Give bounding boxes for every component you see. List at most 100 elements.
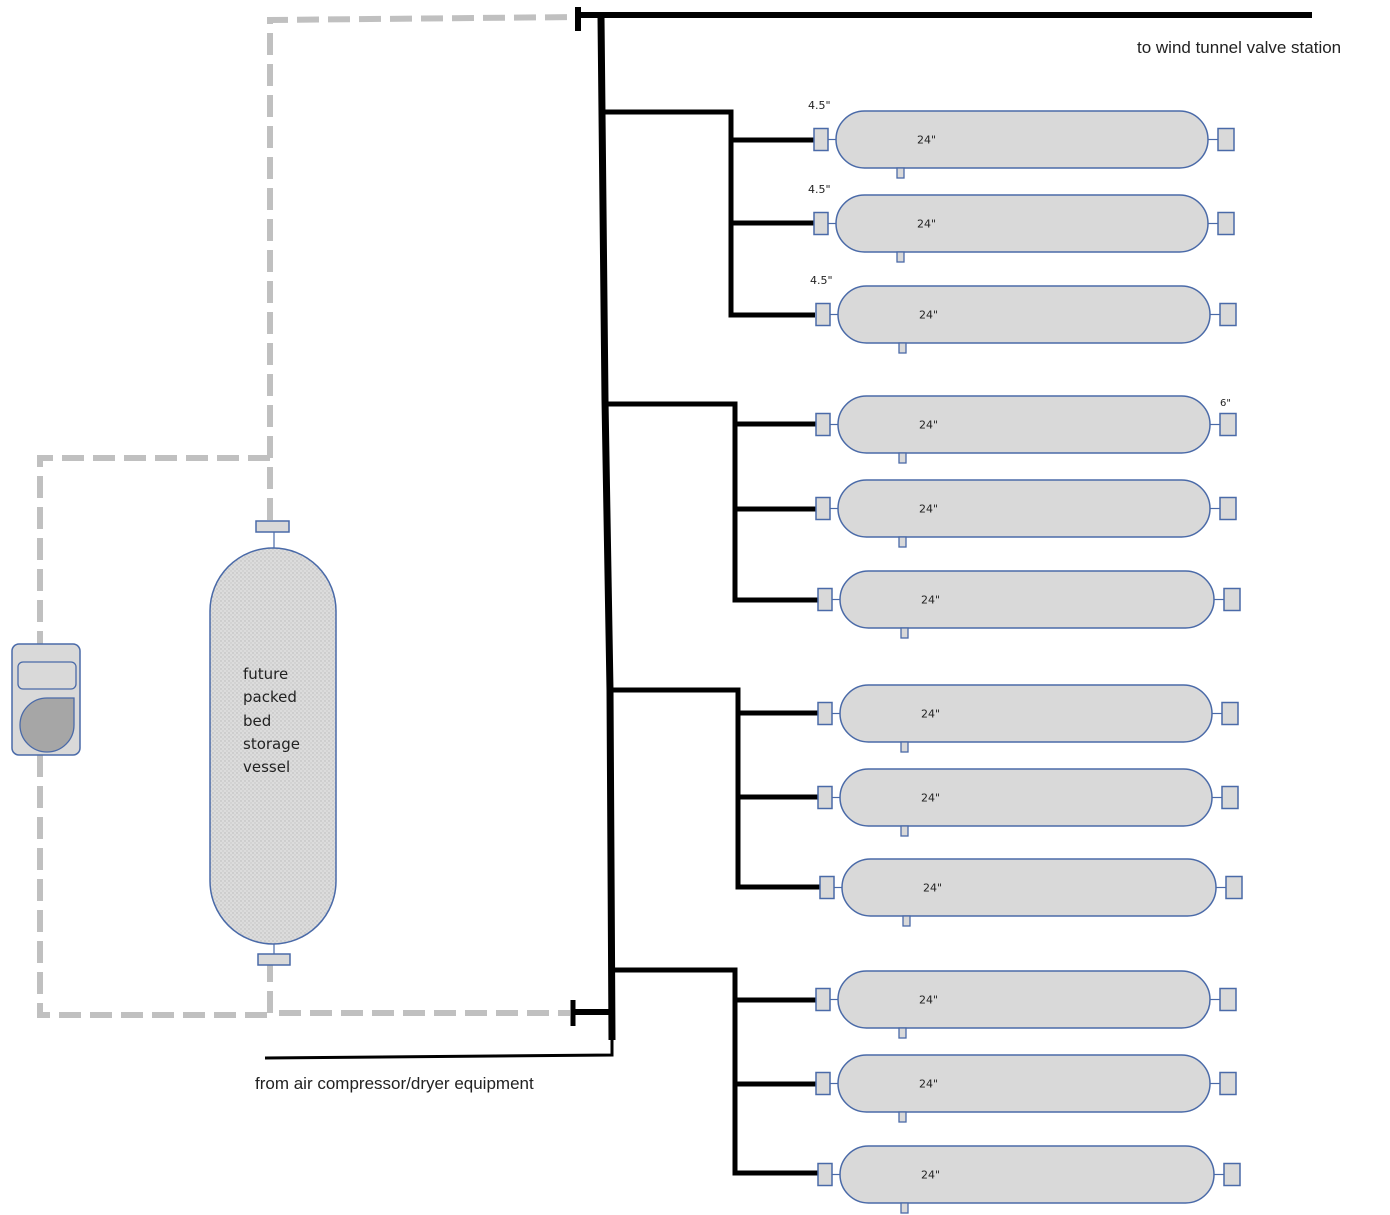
tank-inlet-nozzle (817, 785, 833, 810)
tank-drain (898, 1027, 907, 1039)
tank-inlet-nozzle (817, 1162, 833, 1187)
branch-lines (605, 109, 822, 1176)
tank-shell (839, 684, 1213, 743)
tank-inlet-nozzle (815, 987, 831, 1012)
storage-tanks: 24"4.5"24"4.5"24"4.5"24"6"24"24"24"24"24… (808, 99, 1243, 1214)
tank-inlet-nozzle (819, 875, 835, 900)
main-riser (597, 16, 616, 1041)
storage-tank: 24" (817, 684, 1239, 753)
storage-tank: 24" (815, 970, 1237, 1039)
tank-drain (900, 1202, 909, 1214)
tank-shell (835, 194, 1209, 253)
storage-tank: 24" 4.5" (808, 99, 1235, 179)
tank-outlet-nozzle (1219, 496, 1237, 521)
storage-tank: 24" (817, 1145, 1241, 1214)
packed-bed-vessel: future packed bed storage vessel (209, 520, 337, 966)
nozzle-size-label: 4.5" (808, 99, 831, 112)
branch-1 (605, 109, 815, 318)
branch-3 (610, 687, 822, 890)
tank-outlet-nozzle (1223, 1162, 1241, 1187)
tank-drain (900, 627, 909, 639)
tank-drain (898, 536, 907, 548)
tank-drain (898, 342, 907, 354)
tank-outlet-nozzle (1223, 587, 1241, 612)
tank-size-label: 24" (919, 994, 938, 1007)
tank-shell (837, 285, 1211, 344)
packed-bed-top-nozzle (255, 520, 290, 533)
tank-outlet-nozzle (1221, 701, 1239, 726)
outlet-label: to wind tunnel valve station (1137, 38, 1341, 57)
tank-drain (900, 825, 909, 837)
tank-inlet-nozzle (815, 412, 831, 437)
packed-bed-label-5: vessel (243, 758, 290, 776)
future-pipe-bottom (267, 960, 570, 1016)
storage-tank: 24" 6" (815, 395, 1237, 464)
inlet-pipe (264, 1040, 614, 1060)
tank-drain (898, 452, 907, 464)
branch-2 (607, 401, 820, 603)
inlet-label: from air compressor/dryer equipment (255, 1074, 534, 1093)
tank-size-label: 24" (923, 882, 942, 895)
tank-drain (902, 915, 911, 927)
tank-shell (837, 970, 1211, 1029)
tank-inlet-nozzle (817, 701, 833, 726)
tank-size-label: 24" (919, 419, 938, 432)
tank-inlet-nozzle (817, 587, 833, 612)
tank-outlet-nozzle (1225, 875, 1243, 900)
tank-shell (839, 570, 1215, 629)
storage-tank: 24" (815, 479, 1237, 548)
tank-inlet-nozzle (813, 127, 829, 152)
storage-tank: 24" 4.5" (810, 274, 1237, 354)
nozzle-size-label: 4.5" (810, 274, 833, 287)
packed-bed-label-4: storage (243, 735, 300, 753)
tank-size-label: 24" (919, 1078, 938, 1091)
tank-drain (900, 741, 909, 753)
tank-shell (839, 1145, 1215, 1204)
tank-shell (837, 1054, 1211, 1113)
packed-bed-label-1: future (243, 665, 288, 683)
future-pipe-top (267, 14, 579, 520)
tank-size-label: 24" (919, 309, 938, 322)
tank-shell (835, 110, 1209, 169)
storage-tank: 24" (817, 768, 1239, 837)
tank-shell (839, 768, 1213, 827)
tank-inlet-nozzle (813, 211, 829, 236)
packed-bed-label-2: packed (243, 688, 297, 706)
tank-shell (837, 479, 1211, 538)
tank-size-label: 24" (919, 503, 938, 516)
storage-tank: 24" (819, 858, 1243, 927)
tank-outlet-nozzle (1217, 127, 1235, 152)
tank-inlet-nozzle (815, 302, 831, 327)
compressor-unit-icon (11, 643, 81, 756)
nozzle-size-label: 4.5" (808, 183, 831, 196)
tank-outlet-nozzle (1219, 987, 1237, 1012)
tank-outlet-nozzle (1217, 211, 1235, 236)
tank-size-label: 24" (921, 792, 940, 805)
tank-inlet-nozzle (815, 496, 831, 521)
tank-shell (841, 858, 1217, 917)
storage-tank: 24" (815, 1054, 1237, 1123)
tank-drain (896, 167, 905, 179)
storage-tank: 24" (817, 570, 1241, 639)
main-header (264, 7, 1312, 1060)
tank-size-label: 24" (921, 708, 940, 721)
outlet-nozzle-size-label: 6" (1220, 398, 1231, 409)
tank-outlet-nozzle (1219, 412, 1237, 437)
tank-drain (898, 1111, 907, 1123)
tank-size-label: 24" (917, 134, 936, 147)
tank-outlet-nozzle (1221, 785, 1239, 810)
tank-size-label: 24" (917, 218, 936, 231)
tank-size-label: 24" (921, 1169, 940, 1182)
packed-bed-shell (209, 547, 337, 945)
packed-bed-label-3: bed (243, 712, 271, 730)
tank-outlet-nozzle (1219, 302, 1237, 327)
tank-size-label: 24" (921, 594, 940, 607)
tank-outlet-nozzle (1219, 1071, 1237, 1096)
tank-shell (837, 395, 1211, 454)
tank-drain (896, 251, 905, 263)
storage-tank: 24" 4.5" (808, 183, 1235, 263)
packed-bed-bottom-nozzle (257, 953, 291, 966)
branch-4 (611, 967, 820, 1176)
tank-inlet-nozzle (815, 1071, 831, 1096)
